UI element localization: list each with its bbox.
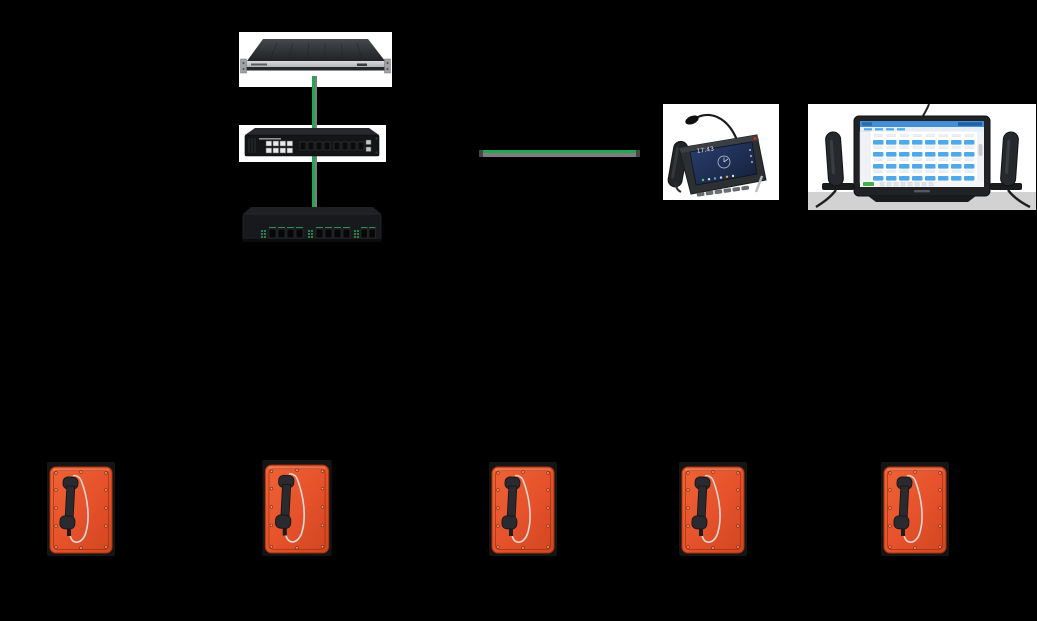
- switch-top-slab: [245, 128, 379, 135]
- emergency-phone-2: [260, 460, 334, 558]
- console-brand-mark: [914, 190, 930, 193]
- led-block: [308, 230, 313, 238]
- server-brand-mark: [251, 63, 267, 66]
- rj45-ports: [315, 228, 351, 239]
- switch-sfp-slots-group1: [299, 141, 331, 151]
- gateway-base-shadow: [243, 239, 381, 242]
- gateway-port-group-1: [261, 227, 304, 239]
- server-front-stripe: [246, 67, 386, 71]
- server-rack-ears: [240, 58, 391, 74]
- led-block: [261, 230, 266, 238]
- led-block: [354, 230, 359, 238]
- screen-header: [860, 121, 984, 127]
- emergency-phone-5: [879, 462, 951, 558]
- handset-cable: [815, 189, 837, 208]
- emergency-phone-1: [45, 462, 117, 558]
- link-bar: [483, 150, 636, 157]
- rack-server-image: [240, 39, 391, 74]
- phone-screen: [689, 141, 758, 186]
- ethernet-switch-image: [244, 128, 380, 157]
- extension-button-grid: [872, 134, 976, 182]
- kickstand: [754, 175, 764, 193]
- switch-left-vents: [248, 138, 256, 153]
- voip-gateway-image: [242, 207, 382, 242]
- handset-cord: [674, 181, 682, 193]
- switch-sfp-slots-group2: [333, 141, 365, 151]
- touchscreen-intercom-phone-image: 17:43: [667, 114, 767, 197]
- screen-clock-text: 17:43: [696, 146, 714, 155]
- gateway-port-group-2: [308, 227, 351, 239]
- screen-analog-clock: [717, 155, 731, 169]
- emergency-phone-3: [487, 462, 559, 558]
- dispatch-console-image: [808, 104, 1036, 210]
- switch-screw: [375, 137, 378, 140]
- gateway-top-bevel: [243, 207, 381, 214]
- switch-uplink-ports: [365, 139, 372, 152]
- handset-cable: [1007, 189, 1031, 209]
- gooseneck-mic-arm: [693, 114, 739, 141]
- function-button-row: [696, 185, 749, 197]
- rj45-ports: [360, 228, 376, 239]
- rj45-ports: [268, 228, 304, 239]
- server-ear-screws: [242, 62, 389, 70]
- link-endcap-left: [479, 150, 483, 157]
- server-top-slab: [247, 39, 385, 61]
- server-front-panel: [246, 61, 386, 69]
- phone-top-deck: [679, 135, 759, 153]
- screen-dock-icons: [701, 174, 735, 182]
- switch-screw: [375, 151, 378, 154]
- link-endcap-right: [636, 150, 640, 157]
- left-handset: [815, 131, 854, 208]
- scroll-thumb: [978, 144, 983, 156]
- screen-sidebar: [859, 131, 871, 184]
- server-drive-bay: [357, 63, 367, 66]
- gateway-port-group-3: [354, 227, 376, 239]
- right-handset: [990, 131, 1031, 209]
- mic-capsule: [685, 115, 699, 125]
- screen-tab-row: [860, 127, 984, 132]
- screen-scroll-column: [977, 131, 984, 183]
- link-trunk: [479, 150, 640, 157]
- screen-tab-marks: [864, 128, 905, 131]
- switch-rj45-ports: [265, 140, 293, 154]
- screen-bottom-toolbar: [860, 181, 984, 187]
- console-stand: [868, 196, 976, 202]
- switch-brand-mark: [259, 138, 281, 140]
- screen-side-icons: [749, 149, 753, 163]
- status-led: [753, 136, 757, 141]
- server-top-vents: [270, 42, 362, 58]
- emergency-phone-4: [677, 462, 749, 558]
